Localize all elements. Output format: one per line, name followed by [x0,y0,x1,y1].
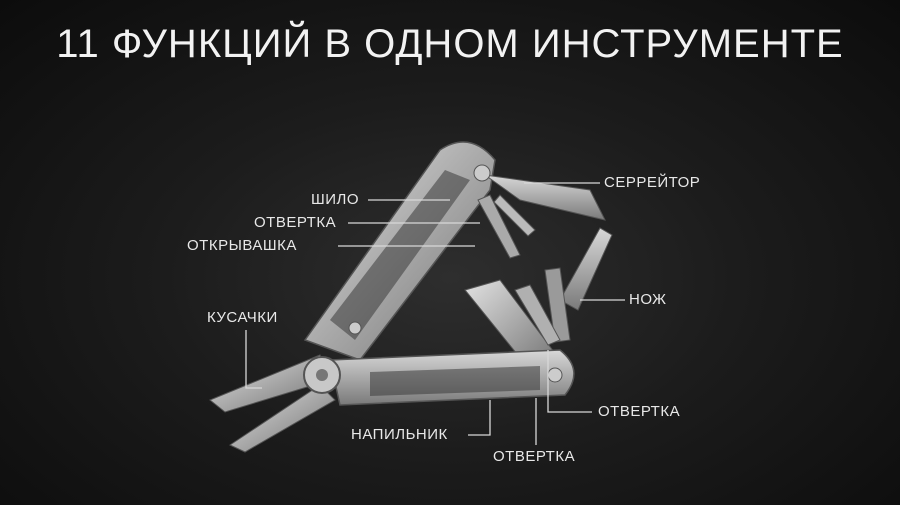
line-file [468,400,491,436]
label-file: НАПИЛЬНИК [351,426,448,443]
serrated-blade [484,174,606,221]
page-title: 11 ФУНКЦИЙ В ОДНОМ ИНСТРУМЕНТЕ [56,22,844,66]
line-pliers [245,330,262,389]
label-serrated: СЕРРЕЙТОР [604,174,701,191]
line-screwdriver-right [547,350,592,413]
label-awl: ШИЛО [311,191,360,208]
label-screwdriver-bottom: ОТВЕРТКА [493,448,576,465]
label-screwdriver-right: ОТВЕРТКА [598,403,681,420]
label-knife: НОЖ [629,291,667,308]
knife-blade [559,227,613,311]
label-pliers: КУСАЧКИ [207,309,278,326]
label-bottle-opener: ОТКРЫВАШКА [187,237,297,254]
label-screwdriver-top: ОТВЕРТКА [254,214,337,231]
